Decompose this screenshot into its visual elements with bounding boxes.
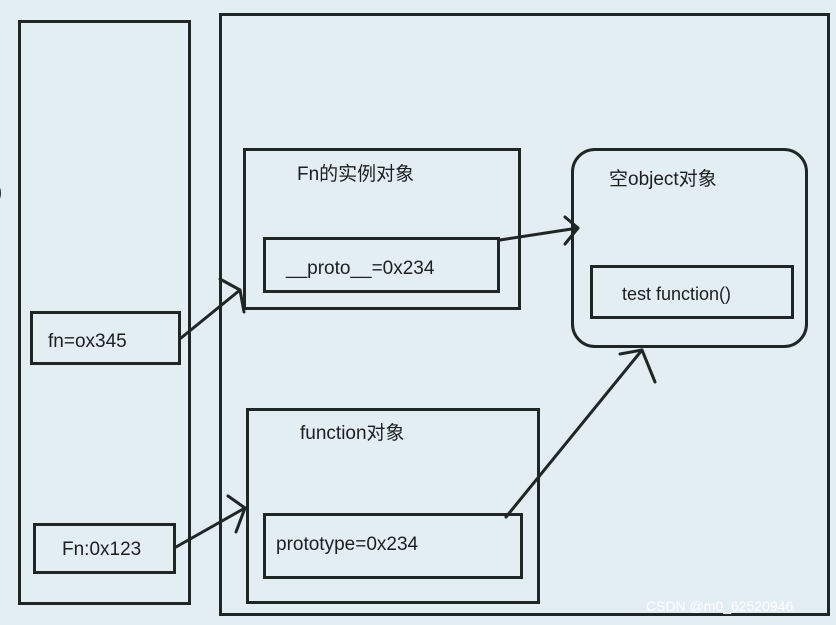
function-object-title: function对象 <box>300 423 405 444</box>
prototype-property-label: prototype=0x234 <box>276 534 419 555</box>
edge-paren-glyph: ) <box>0 181 2 203</box>
Fn-variable-box <box>33 523 176 574</box>
instance-object-title: Fn的实例对象 <box>297 164 415 185</box>
instance-object-box <box>243 148 521 310</box>
arrow-Fn-to-function-object <box>174 494 247 549</box>
proto-property-label: __proto__=0x234 <box>286 258 435 279</box>
csdn-watermark: CSDN @m0_62520946 <box>646 598 794 614</box>
proto-property-box <box>263 237 500 293</box>
test-method-label: test function() <box>622 284 732 304</box>
empty-object-title: 空object对象 <box>609 169 717 190</box>
prototype-property-box <box>263 513 523 579</box>
stack-region <box>18 20 191 605</box>
fn-variable-label: fn=ox345 <box>48 331 127 352</box>
Fn-variable-label: Fn:0x123 <box>62 539 142 560</box>
heap-region <box>219 13 830 616</box>
function-object-box <box>246 408 540 604</box>
arrow-prototype-to-object <box>504 348 657 519</box>
arrow-fn-to-instance <box>179 277 246 340</box>
arrow-proto-to-object <box>498 215 580 246</box>
empty-object-box <box>571 148 808 348</box>
test-method-box <box>590 265 794 319</box>
